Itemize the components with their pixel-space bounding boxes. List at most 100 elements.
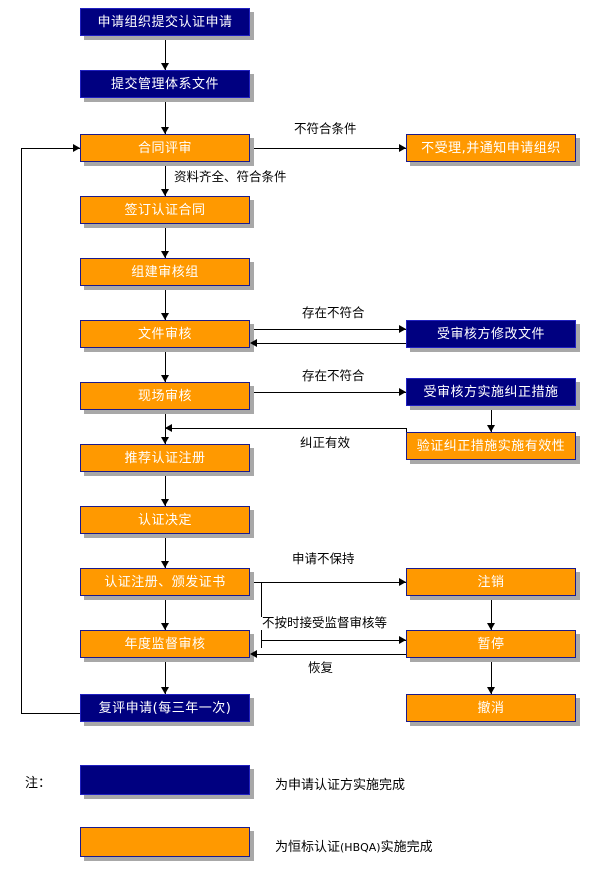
edge-n17-n19 [491, 658, 492, 694]
arrowhead-restore [250, 650, 257, 658]
node-submit-system-documents[interactable]: 提交管理体系文件 [80, 70, 250, 98]
edge-n5-n6 [165, 224, 166, 258]
edge-n1-n2 [165, 36, 166, 70]
edge-n9-n10 [250, 392, 406, 393]
edge-maintain-branch-vertical [261, 582, 262, 648]
node-label: 文件审核 [137, 326, 192, 342]
arrowhead-n13 [161, 499, 169, 506]
node-label: 不受理,并通知申请组织 [421, 140, 561, 156]
edge-n18-loop-left [21, 713, 80, 714]
arrowhead-n9 [161, 375, 169, 382]
node-submit-application[interactable]: 申请组织提交认证申请 [80, 8, 250, 36]
arrowhead-n7-return [250, 339, 257, 347]
edge-n3-n5 [165, 162, 166, 196]
node-label: 认证注册、颁发证书 [104, 574, 226, 590]
arrowhead-n17-from-cancel [487, 623, 495, 630]
node-label: 撤消 [477, 700, 505, 716]
node-form-audit-team[interactable]: 组建审核组 [80, 258, 250, 286]
edge-loop-vertical [21, 148, 22, 713]
legend-swatch-applicant [80, 765, 250, 795]
node-label: 组建审核组 [131, 264, 199, 280]
legend-text-certifier-before: 为恒标认证 [275, 840, 341, 855]
arrowhead-n8 [399, 325, 406, 333]
node-label: 现场审核 [137, 388, 192, 404]
node-label: 验证纠正措施实施有效性 [416, 438, 566, 454]
edge-n17-n16 [250, 654, 406, 655]
edge-n6-n7 [165, 286, 166, 320]
node-contract-review[interactable]: 合同评审 [80, 134, 250, 162]
arrowhead-n6 [161, 251, 169, 258]
edge-loop-to-n3 [21, 148, 80, 149]
edge-n12-n13 [165, 472, 166, 506]
node-recertification-request[interactable]: 复评申请(每三年一次) [80, 694, 250, 722]
edge-n13-n14 [165, 534, 166, 568]
arrowhead-n11 [487, 425, 495, 432]
arrowhead-n7 [161, 313, 169, 320]
edge-n3-n4 [250, 148, 406, 149]
node-label: 受审核方实施纠正措施 [423, 384, 559, 400]
edge-n2-n3 [165, 98, 166, 134]
edge-label-correction-effective: 纠正有效 [298, 435, 353, 450]
node-verify-corrective-action[interactable]: 验证纠正措施实施有效性 [406, 432, 576, 460]
legend-text-certifier-after: 实施完成 [380, 840, 433, 855]
edge-label-restore: 恢复 [306, 660, 336, 675]
edge-n11-n12 [165, 428, 406, 429]
node-label: 认证决定 [137, 512, 192, 528]
edge-n10-n11 [491, 406, 492, 432]
arrowhead-n19 [487, 687, 495, 694]
edge-n15-n17 [491, 596, 492, 630]
arrowhead-n3 [161, 127, 169, 134]
arrowhead-n17 [399, 636, 406, 644]
arrowhead-n4 [399, 144, 406, 152]
edge-n7-n9 [165, 348, 166, 382]
legend-text-certifier: 为恒标认证(HBQA)实施完成 [275, 836, 433, 855]
edge-n14-n16 [165, 596, 166, 630]
node-label: 年度监督审核 [124, 636, 206, 652]
edge-label-not-meeting-conditions: 不符合条件 [292, 121, 359, 136]
edge-n16-n18 [165, 658, 166, 694]
edge-label-nonconformity-document: 存在不符合 [300, 305, 367, 320]
node-annual-surveillance[interactable]: 年度监督审核 [80, 630, 250, 658]
edge-n7-n8 [250, 329, 406, 330]
node-document-audit[interactable]: 文件审核 [80, 320, 250, 348]
arrowhead-n5 [161, 189, 169, 196]
arrowhead-corrective-effective [165, 424, 172, 432]
arrowhead-n2 [161, 63, 169, 70]
legend-text-certifier-abbr: (HBQA) [340, 841, 381, 854]
edge-label-nonconformity-onsite: 存在不符合 [300, 368, 367, 383]
arrowhead-n14 [161, 561, 169, 568]
node-label: 注销 [477, 574, 505, 590]
edge-label-late-surveillance: 不按时接受监督审核等 [260, 615, 390, 630]
edge-n14-n15 [261, 582, 406, 583]
node-label: 复评申请(每三年一次) [98, 700, 232, 716]
node-label: 推荐认证注册 [124, 450, 206, 466]
arrowhead-n16 [161, 623, 169, 630]
edge-n8-n7 [250, 343, 406, 344]
node-label: 暂停 [477, 636, 505, 652]
node-auditee-corrective-action[interactable]: 受审核方实施纠正措施 [406, 378, 576, 406]
node-label: 合同评审 [137, 140, 192, 156]
arrowhead-n3-loop [73, 144, 80, 152]
node-label: 受审核方修改文件 [436, 326, 545, 342]
node-recommend-registration[interactable]: 推荐认证注册 [80, 444, 250, 472]
node-auditee-revise-documents[interactable]: 受审核方修改文件 [406, 320, 576, 348]
node-register-and-issue[interactable]: 认证注册、颁发证书 [80, 568, 250, 596]
node-suspend[interactable]: 暂停 [406, 630, 576, 658]
edge-label-documents-complete: 资料齐全、符合条件 [172, 169, 289, 184]
node-reject-and-notify[interactable]: 不受理,并通知申请组织 [406, 134, 576, 162]
arrowhead-n12 [161, 437, 169, 444]
node-label: 申请组织提交认证申请 [97, 14, 233, 30]
node-onsite-audit[interactable]: 现场审核 [80, 382, 250, 410]
edge-n14-n17 [261, 640, 406, 641]
node-cancel[interactable]: 注销 [406, 568, 576, 596]
node-label: 签订认证合同 [124, 202, 206, 218]
node-sign-contract[interactable]: 签订认证合同 [80, 196, 250, 224]
legend-note-label: 注： [25, 776, 52, 791]
node-certification-decision[interactable]: 认证决定 [80, 506, 250, 534]
node-withdraw[interactable]: 撤消 [406, 694, 576, 722]
edge-label-not-maintaining: 申请不保持 [290, 551, 357, 566]
arrowhead-n18 [161, 687, 169, 694]
node-label: 提交管理体系文件 [110, 76, 219, 92]
legend-swatch-certifier [80, 827, 250, 857]
